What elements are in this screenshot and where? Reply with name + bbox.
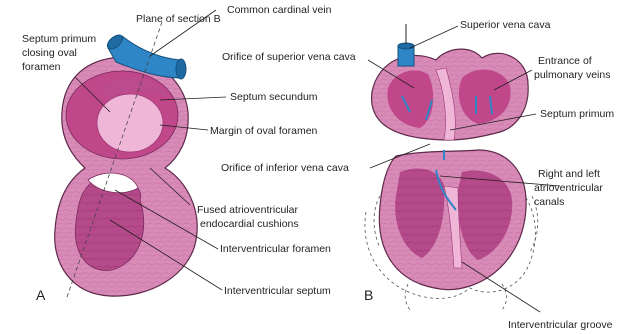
label-av-canals-2: atrioventricular (534, 182, 603, 194)
label-entrance-pulmonary-2: pulmonary veins (534, 69, 610, 81)
label-interventricular-foramen: Interventricular foramen (220, 243, 331, 255)
heart-b (365, 24, 538, 310)
label-interventricular-septum: Interventricular septum (224, 285, 331, 297)
label-plane-of-section: Plane of section B (136, 13, 221, 25)
panel-label-b: B (364, 287, 373, 303)
label-interventricular-groove: Interventricular groove (508, 319, 613, 331)
panel-label-a: A (36, 287, 46, 303)
label-septum-primum-closing-3: foramen (22, 61, 61, 73)
oval-foramen-a (97, 94, 163, 152)
label-av-canals-3: canals (534, 196, 564, 208)
label-septum-secundum: Septum secundum (230, 91, 318, 103)
label-common-cardinal-vein: Common cardinal vein (227, 4, 332, 16)
label-fused-av-cushions-2: endocardial cushions (200, 218, 299, 230)
label-septum-primum-b: Septum primum (540, 108, 614, 120)
label-av-canals-1: Right and left (538, 168, 600, 180)
label-fused-av-cushions-1: Fused atrioventricular (197, 204, 298, 216)
label-septum-primum-closing-1: Septum primum (22, 33, 96, 45)
label-superior-vena-cava: Superior vena cava (460, 19, 551, 31)
label-entrance-pulmonary-1: Entrance of (538, 55, 592, 67)
label-margin-oval-foramen: Margin of oval foramen (210, 125, 318, 137)
heart-a (55, 22, 198, 300)
label-orifice-inferior-vena-cava: Orifice of inferior vena cava (221, 162, 349, 174)
cardinal-vein-opening (176, 59, 186, 79)
label-septum-primum-closing-2: closing oval (22, 47, 77, 59)
label-orifice-superior-vena-cava: Orifice of superior vena cava (222, 51, 356, 63)
